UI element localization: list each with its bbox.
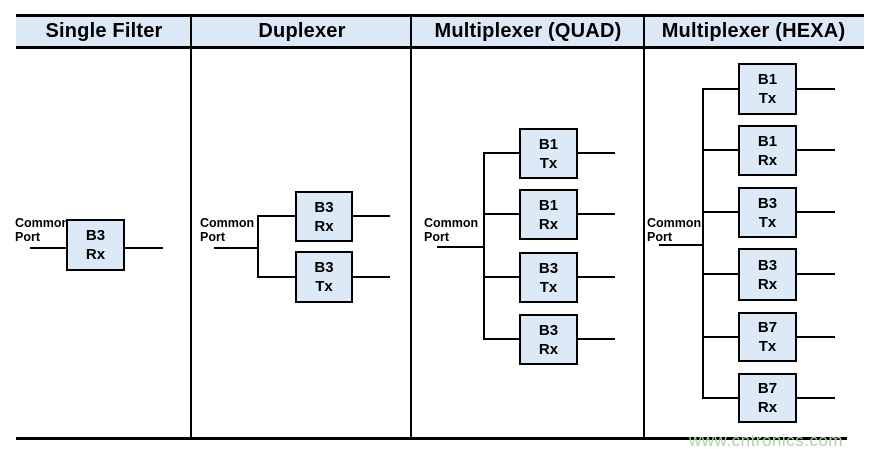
quad-branch-line-3 xyxy=(483,276,519,278)
filter-box-hexa-b1-rx: B1 Rx xyxy=(738,125,797,176)
filter-band: B3 xyxy=(757,194,778,212)
hexa-branch-line-3 xyxy=(702,211,738,213)
duplexer-branch-line-2 xyxy=(257,276,295,278)
filter-port: Tx xyxy=(758,338,777,355)
filter-band: B1 xyxy=(538,196,559,214)
table-header-band xyxy=(16,14,864,49)
filter-port: Tx xyxy=(758,90,777,107)
header-single-filter: Single Filter xyxy=(45,20,163,42)
watermark-text: www.cntronics.com xyxy=(689,431,843,450)
filter-box-hexa-b3-rx: B3 Rx xyxy=(738,248,797,301)
filter-box-hexa-b7-rx: B7 Rx xyxy=(738,373,797,423)
filter-port: Rx xyxy=(538,340,559,358)
duplexer-output-line-1 xyxy=(353,215,390,217)
filter-box-hexa-b1-tx: B1 Tx xyxy=(738,63,797,115)
header-duplexer: Duplexer xyxy=(258,20,346,42)
duplexer-branch-line-1 xyxy=(257,215,295,217)
quad-branch-line-4 xyxy=(483,338,519,340)
quad-bus-line xyxy=(483,152,485,340)
filter-box-duplexer-b3-rx: B3 Rx xyxy=(295,191,353,242)
filter-box-quad-b1-rx: B1 Rx xyxy=(519,189,578,240)
filter-band: B3 xyxy=(314,198,334,216)
hexa-output-line-1 xyxy=(797,88,835,90)
filter-band: B3 xyxy=(757,256,778,274)
filter-band: B3 xyxy=(314,259,334,276)
common-port-line2: Port xyxy=(647,230,672,244)
table-bottom-border xyxy=(16,437,847,440)
filter-port: Rx xyxy=(538,215,559,233)
header-multiplexer-hexa: Multiplexer (HEXA) xyxy=(661,20,846,42)
common-port-line2: Port xyxy=(15,230,40,244)
hexa-output-line-4 xyxy=(797,273,835,275)
hexa-input-line xyxy=(659,244,704,246)
hexa-branch-line-1 xyxy=(702,88,738,90)
filter-band: B3 xyxy=(538,321,559,339)
quad-branch-line-2 xyxy=(483,213,519,215)
common-port-line1: Common xyxy=(424,216,479,230)
duplexer-output-line-2 xyxy=(353,276,390,278)
hexa-output-line-6 xyxy=(797,397,835,399)
quad-output-line-1 xyxy=(578,152,615,154)
duplexer-input-line xyxy=(214,247,258,249)
hexa-output-line-5 xyxy=(797,336,835,338)
column-divider-3 xyxy=(643,14,645,440)
filter-box-duplexer-b3-tx: B3 Tx xyxy=(295,251,353,303)
filter-port: Tx xyxy=(539,278,558,296)
header-multiplexer-quad: Multiplexer (QUAD) xyxy=(434,20,622,42)
filter-band: B7 xyxy=(757,319,778,336)
quad-branch-line-1 xyxy=(483,152,519,154)
common-port-line1: Common xyxy=(647,216,702,230)
filter-port: Tx xyxy=(758,213,777,231)
filter-port: Rx xyxy=(757,399,778,416)
filter-band: B1 xyxy=(757,71,778,88)
hexa-branch-line-2 xyxy=(702,149,738,151)
filter-box-quad-b1-tx: B1 Tx xyxy=(519,128,578,179)
common-port-line2: Port xyxy=(200,230,225,244)
hexa-branch-line-4 xyxy=(702,273,738,275)
quad-output-line-4 xyxy=(578,338,615,340)
filter-band: B3 xyxy=(85,227,106,244)
filter-box-quad-b3-tx: B3 Tx xyxy=(519,252,578,303)
filter-port: Tx xyxy=(539,154,558,172)
common-port-label-hexa: Common Port xyxy=(647,216,701,244)
quad-output-line-2 xyxy=(578,213,615,215)
column-divider-2 xyxy=(410,14,412,440)
filter-port: Tx xyxy=(315,278,333,295)
common-port-line2: Port xyxy=(424,230,449,244)
single-input-line xyxy=(30,247,66,249)
filter-port: Rx xyxy=(757,275,778,293)
filter-box-single-b3-rx: B3 Rx xyxy=(66,219,125,271)
filter-band: B1 xyxy=(757,132,778,150)
filter-port: Rx xyxy=(314,217,334,235)
hexa-output-line-2 xyxy=(797,149,835,151)
quad-input-line xyxy=(437,246,484,248)
filter-band: B1 xyxy=(538,135,559,153)
filter-port: Rx xyxy=(85,246,106,263)
filter-band: B3 xyxy=(538,259,559,277)
common-port-label-duplexer: Common Port xyxy=(200,216,254,244)
hexa-output-line-3 xyxy=(797,211,835,213)
filter-box-hexa-b7-tx: B7 Tx xyxy=(738,312,797,362)
hexa-branch-line-5 xyxy=(702,336,738,338)
hexa-branch-line-6 xyxy=(702,397,738,399)
hexa-bus-line xyxy=(702,88,704,399)
filter-box-quad-b3-rx: B3 Rx xyxy=(519,314,578,365)
quad-output-line-3 xyxy=(578,276,615,278)
common-port-label-single: Common Port xyxy=(15,216,69,244)
filter-band: B7 xyxy=(757,380,778,397)
common-port-label-quad: Common Port xyxy=(424,216,478,244)
common-port-line1: Common xyxy=(200,216,255,230)
filter-port: Rx xyxy=(757,151,778,169)
single-output-line xyxy=(125,247,163,249)
column-divider-1 xyxy=(190,14,192,440)
common-port-line1: Common xyxy=(15,216,70,230)
filter-box-hexa-b3-tx: B3 Tx xyxy=(738,187,797,238)
duplexer-bus-line xyxy=(257,215,259,278)
